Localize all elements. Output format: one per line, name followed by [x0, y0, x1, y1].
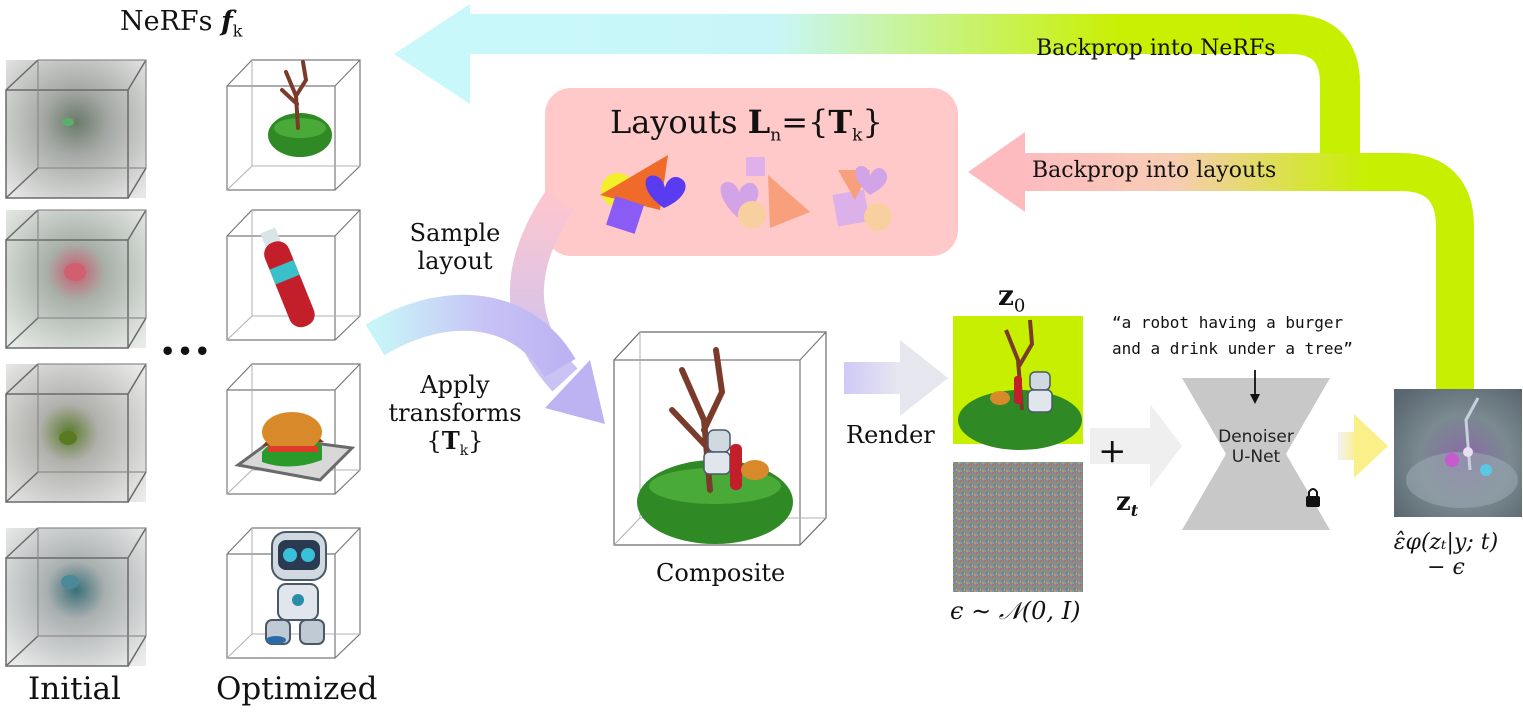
sample-line2: layout: [417, 246, 493, 275]
z0-symbol: z: [998, 279, 1014, 312]
backprop-layouts-label: Backprop into layouts: [1032, 158, 1277, 183]
apply-line2: transforms: [388, 398, 522, 427]
composite-label: Composite: [656, 559, 786, 587]
output-line1: ε̂φ(zₜ|y; t): [1393, 530, 1499, 555]
apply-transforms-arrow: [365, 294, 605, 424]
predicted-noise-image: [1394, 389, 1522, 517]
zt-symbol: z: [1116, 487, 1131, 517]
layouts-symbol-T: T: [828, 103, 853, 141]
initial-nerf-3: [5, 363, 147, 503]
layouts-sub-k: k: [852, 125, 863, 146]
prompt-line1: “a robot having a burger: [1112, 313, 1344, 332]
denoiser-line2: U-Net: [1231, 446, 1281, 467]
z0-image: [953, 316, 1083, 450]
output-line2: − ϵ: [1427, 555, 1465, 581]
optimized-nerf-tree: [226, 59, 361, 191]
backprop-nerfs-arrow: [394, 4, 1360, 162]
apply-set-open: {: [426, 427, 442, 456]
apply-transforms-label: Apply transforms {Tk}: [385, 371, 525, 459]
sample-layout-label: Sample layout: [400, 219, 510, 275]
text-prompt: “a robot having a burger and a drink und…: [1112, 310, 1353, 361]
layout-sample-1: [600, 155, 686, 234]
layout-sample-3: [832, 165, 892, 231]
apply-T: T: [441, 426, 460, 456]
z0-sub: 0: [1013, 295, 1026, 317]
zt-sub: t: [1130, 501, 1139, 521]
nerfs-title: NeRFs fk: [120, 6, 242, 41]
output-equation: ε̂φ(zₜ|y; t) − ϵ: [1370, 530, 1522, 581]
layouts-sub-n: n: [770, 125, 782, 146]
noise-equation: ϵ ∼ 𝒩(0, I): [950, 597, 1081, 625]
render-label: Render: [846, 421, 935, 449]
backprop-nerfs-label: Backprop into NeRFs: [1036, 36, 1276, 61]
denoiser-line1: Denoiser: [1218, 427, 1294, 447]
initial-label: Initial: [28, 671, 121, 707]
optimized-nerf-robot: [226, 527, 361, 659]
backprop-layouts-arrow: [968, 132, 1474, 395]
layouts-close: }: [862, 103, 883, 141]
prompt-line2: and a drink under a tree”: [1112, 338, 1353, 358]
zt-arrow: [1090, 404, 1182, 488]
optimized-nerf-bottle: [226, 209, 361, 341]
composite-scene: [613, 331, 827, 546]
arrow-down-icon: [1250, 370, 1260, 404]
lock-icon: [1306, 488, 1320, 507]
optimized-nerf-burger: [226, 363, 361, 495]
initial-nerf-4: [5, 527, 147, 667]
layouts-title-text: Layouts: [610, 103, 738, 141]
render-arrow: [844, 340, 948, 416]
nerfs-title-symbol: f: [221, 6, 233, 37]
layouts-symbol-L: L: [747, 103, 771, 141]
apply-set: {Tk}: [385, 427, 525, 459]
layouts-eq: ={: [781, 103, 829, 141]
apply-set-close: }: [468, 427, 484, 456]
initial-nerf-1: [5, 59, 147, 199]
sample-line1: Sample: [409, 219, 501, 247]
output-arrow: [1338, 414, 1388, 478]
apply-line1: Apply: [420, 371, 490, 399]
nerfs-title-sub: k: [232, 21, 243, 41]
apply-sub: k: [459, 442, 469, 459]
layouts-title: Layouts Ln={Tk}: [610, 104, 883, 146]
denoiser-label: Denoiser U-Net: [1200, 427, 1312, 467]
layout-sample-2: [720, 157, 810, 229]
nerfs-title-text: NeRFs: [120, 6, 213, 37]
z0-label: z0: [998, 279, 1026, 317]
plus-sign: +: [1098, 431, 1127, 471]
ellipsis: •••: [160, 337, 213, 366]
noise-image: [953, 462, 1083, 592]
zt-label: zt: [1116, 487, 1139, 521]
denoiser-unet: [1182, 378, 1330, 530]
initial-nerf-2: [5, 209, 147, 349]
optimized-label: Optimized: [216, 671, 378, 707]
